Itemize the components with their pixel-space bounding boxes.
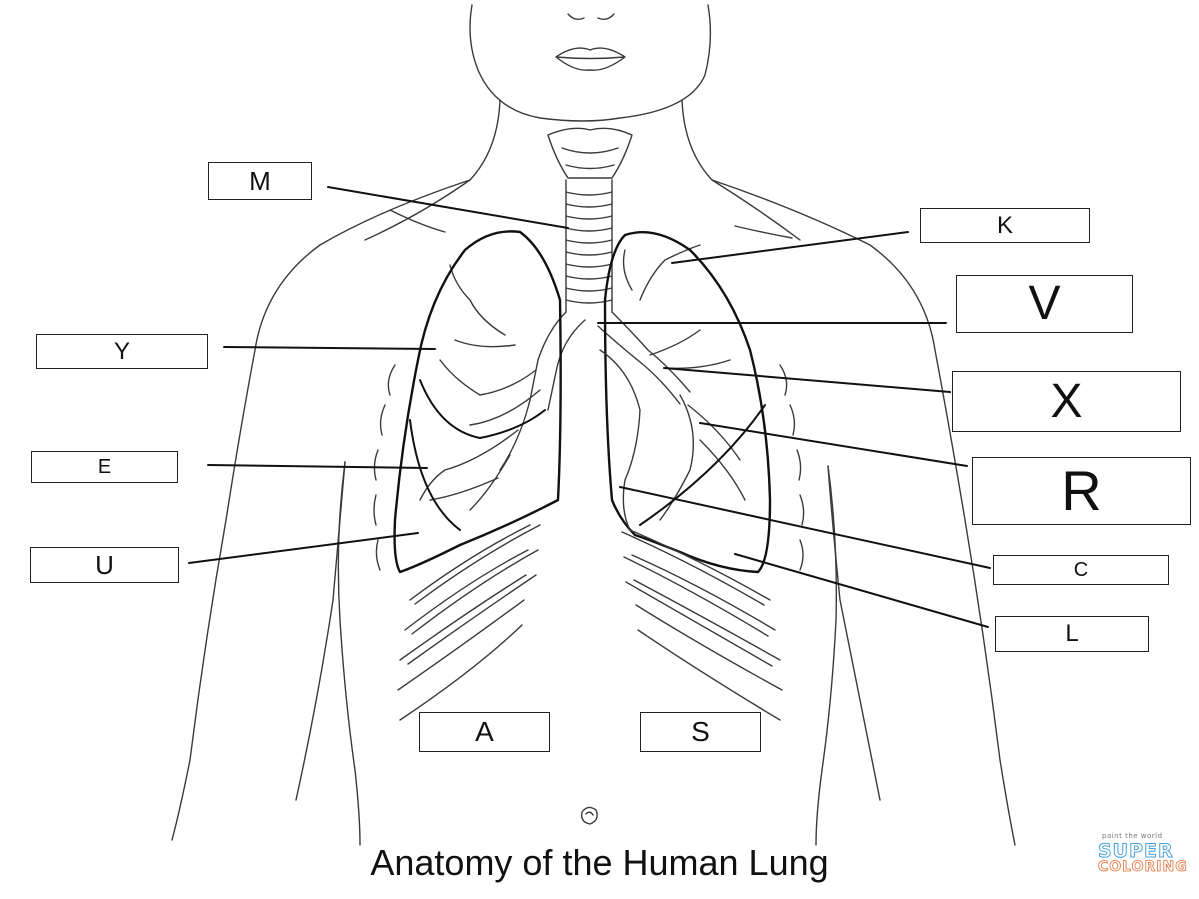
lung-left-of-image — [393, 230, 562, 574]
navel — [580, 806, 598, 825]
label-box-M[interactable]: M — [208, 162, 312, 200]
label-box-E[interactable]: E — [31, 451, 178, 483]
arm-inner-left — [295, 461, 346, 801]
right-main-bronchus — [597, 311, 691, 405]
left-main-bronchus — [529, 311, 586, 411]
trachea — [565, 179, 613, 313]
lung-right-of-image — [603, 231, 772, 574]
leader-E — [207, 464, 428, 469]
torso-left — [337, 461, 361, 846]
torso-right — [815, 465, 838, 846]
logo-word-super: SUPER — [1098, 840, 1174, 863]
label-box-X[interactable]: X — [952, 371, 1181, 432]
leader-L — [734, 553, 989, 628]
label-box-C[interactable]: C — [993, 555, 1169, 585]
leader-C — [619, 486, 991, 569]
label-box-Y[interactable]: Y — [36, 334, 208, 369]
label-box-K[interactable]: K — [920, 208, 1090, 243]
leader-U — [188, 532, 419, 564]
leader-X — [663, 367, 951, 393]
label-box-L[interactable]: L — [995, 616, 1149, 652]
neck-left — [364, 99, 501, 241]
label-box-R[interactable]: R — [972, 457, 1191, 525]
lips — [555, 47, 626, 71]
diagram-title: Anatomy of the Human Lung — [370, 842, 829, 883]
face-outline — [469, 4, 712, 122]
label-box-S[interactable]: S — [640, 712, 761, 752]
arm-inner-right — [827, 465, 881, 801]
label-box-A[interactable]: A — [419, 712, 550, 752]
label-box-U[interactable]: U — [30, 547, 179, 583]
leader-K — [671, 231, 909, 264]
heart-region — [599, 349, 641, 531]
super-coloring-logo: paint the world SUPER COLORING — [1096, 832, 1188, 882]
leader-M — [327, 186, 569, 229]
neck-right — [681, 99, 801, 241]
shoulder-left — [171, 179, 471, 841]
leader-Y — [223, 346, 436, 350]
nose — [567, 13, 615, 21]
label-box-V[interactable]: V — [956, 275, 1133, 333]
logo-tagline: paint the world — [1102, 832, 1163, 840]
logo-word-coloring: COLORING — [1098, 859, 1188, 876]
leader-R — [699, 422, 968, 467]
larynx — [547, 127, 633, 179]
shoulder-right — [711, 179, 1016, 846]
